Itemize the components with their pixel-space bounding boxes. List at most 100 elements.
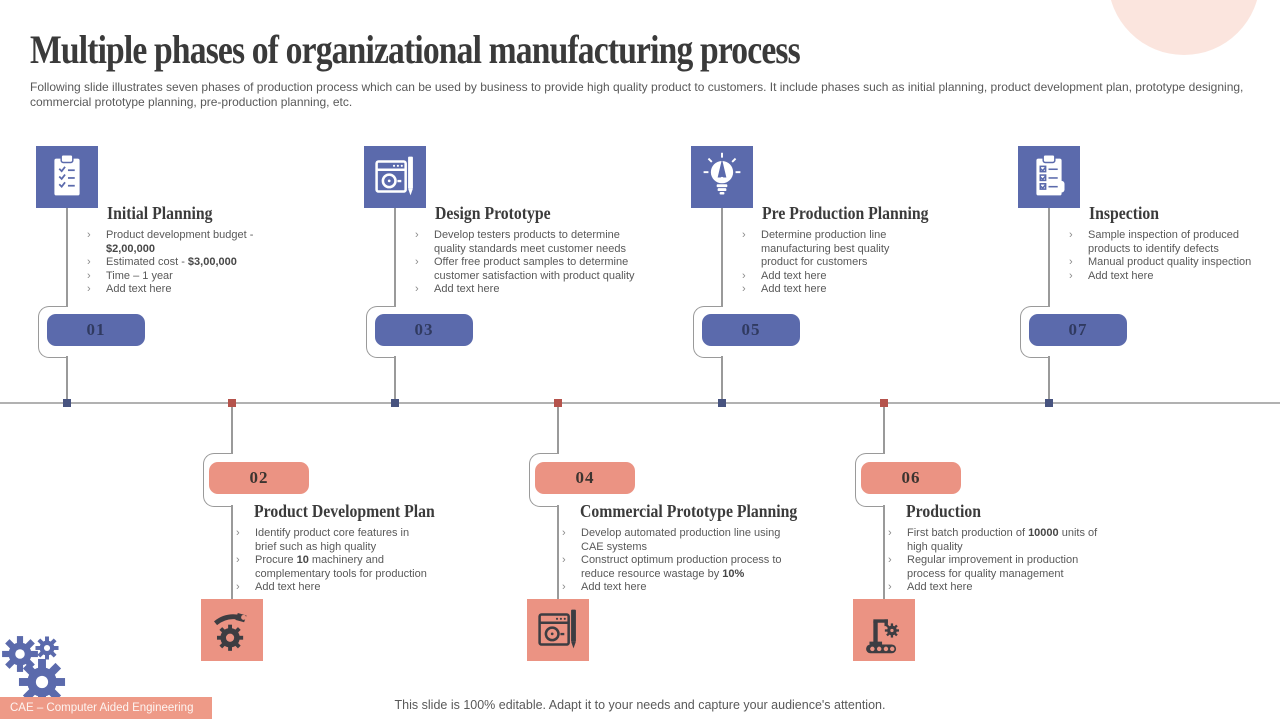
phase-bullets: › First batch production of 10000 units o… <box>888 527 1110 595</box>
bullet-item: ›Add text here <box>742 270 904 284</box>
bullet-text: Manual product quality inspection <box>1088 256 1251 270</box>
bullet-chevron-icon: › <box>742 283 746 295</box>
bullet-item: › Develop automated production line using… <box>562 527 800 554</box>
slide-subtitle: Following slide illustrates seven phases… <box>30 80 1244 109</box>
connector-line <box>883 505 885 599</box>
bullet-text-segment: Add text here <box>434 283 500 295</box>
phase-number-badge: 05 <box>702 314 800 346</box>
phase-title: Design Prototype <box>435 203 551 223</box>
bullet-text-segment: First batch production of <box>907 527 1029 539</box>
phase-bullets: › Sample inspection of produced products … <box>1069 229 1265 283</box>
bullet-chevron-icon: › <box>888 581 892 593</box>
bullet-item: ›Identify product core features in brief… <box>236 527 428 554</box>
bullet-text-segment: Add text here <box>907 581 973 593</box>
bullet-item: ›Construct optimum production process to… <box>562 554 800 581</box>
bullet-item: › Develop testers products to determine q… <box>415 229 647 256</box>
bullet-item: › Add text here <box>236 581 428 595</box>
phase-icon-clipboard-list-icon <box>36 146 98 208</box>
timeline-node <box>880 399 888 407</box>
bullet-text: Develop automated production line using … <box>581 527 800 554</box>
connector-line <box>231 405 233 453</box>
bullet-text: Develop testers products to determine qu… <box>434 229 647 256</box>
bullet-text: Product development budget - $2,00,000 <box>106 229 263 256</box>
badge-bracket <box>529 453 559 507</box>
bullet-chevron-icon: › <box>236 554 240 566</box>
bullet-text-segment: Regular improvement in production proces… <box>907 554 1079 580</box>
bullet-item: ›Add text here <box>87 283 263 297</box>
bullet-text-segment: Determine production line manufacturing … <box>761 229 890 268</box>
bullet-chevron-icon: › <box>415 256 419 268</box>
phase-title: Product Development Plan <box>254 501 435 521</box>
phase-icon-blueprint-icon <box>364 146 426 208</box>
phase-bullets: ›Product development budget - $2,00,000›… <box>87 229 263 297</box>
connector-line <box>66 356 68 403</box>
phase-bullets: › Develop testers products to determine q… <box>415 229 647 297</box>
bullet-text: Add text here <box>106 283 171 297</box>
bullet-chevron-icon: › <box>87 256 91 268</box>
connector-line <box>721 356 723 403</box>
badge-bracket <box>1020 306 1050 358</box>
connector-line <box>394 356 396 403</box>
bullet-item: › Add text here <box>1069 270 1265 284</box>
bullet-highlight: $2,00,000 <box>106 242 155 255</box>
phase-title: Inspection <box>1089 203 1160 223</box>
badge-bracket <box>38 306 68 358</box>
bullet-text: Add text here <box>761 270 826 284</box>
bullet-text: Add text here <box>255 581 320 595</box>
phase-number-badge: 01 <box>47 314 145 346</box>
bullet-text: Time – 1 year <box>106 270 173 284</box>
bullet-item: › Add text here <box>888 581 1110 595</box>
phase-bullets: › Develop automated production line using… <box>562 527 800 595</box>
bullet-text: Add text here <box>581 581 646 595</box>
bullet-text-segment: Time – 1 year <box>106 269 173 282</box>
bullet-item: ›Estimated cost - $3,00,000 <box>87 256 263 270</box>
bullet-text-segment: Add text here <box>761 269 827 282</box>
bullet-chevron-icon: › <box>562 527 566 539</box>
bullet-chevron-icon: › <box>236 527 240 539</box>
badge-bracket <box>366 306 396 358</box>
timeline-node <box>63 399 71 407</box>
phase-icon-clipboard-check-icon <box>1018 146 1080 208</box>
bullet-text: Regular improvement in production proces… <box>907 554 1110 581</box>
bullet-text-segment: Product development budget - <box>106 229 254 241</box>
bullet-item: › Determine production line manufacturing… <box>742 229 904 270</box>
phase-number-badge: 03 <box>375 314 473 346</box>
timeline-node <box>1045 399 1053 407</box>
bullet-chevron-icon: › <box>742 229 746 241</box>
bullet-text-segment: Add text here <box>761 283 827 295</box>
bullet-chevron-icon: › <box>415 229 419 241</box>
bullet-text: First batch production of 10000 units of… <box>907 527 1110 554</box>
bullet-text: Construct optimum production process to … <box>581 554 800 581</box>
phase-number-badge: 02 <box>209 462 309 494</box>
bullet-chevron-icon: › <box>236 581 240 593</box>
bullet-text-segment: Sample inspection of produced products t… <box>1088 229 1240 255</box>
phase-bullets: › Determine production line manufacturing… <box>742 229 904 297</box>
bullet-text-segment: Develop automated production line using … <box>581 527 781 553</box>
bullet-highlight: 10% <box>722 567 745 580</box>
phase-icon-gear-wrench-icon <box>201 599 263 661</box>
phase-title: Commercial Prototype Planning <box>580 501 798 521</box>
bullet-chevron-icon: › <box>415 283 419 295</box>
bullet-text-segment: Add text here <box>106 283 172 295</box>
bullet-item: ›Add text here <box>562 581 800 595</box>
phase-icon-idea-bulb-icon <box>691 146 753 208</box>
bullet-text-segment: Add text here <box>255 581 321 593</box>
bullet-text: Offer free product samples to determine … <box>434 256 647 283</box>
gears-icon <box>0 626 84 714</box>
bullet-item: › Offer free product samples to determine… <box>415 256 647 283</box>
page-title: Multiple phases of organizational manufa… <box>30 27 801 72</box>
phase-number-badge: 07 <box>1029 314 1127 346</box>
connector-line <box>557 405 559 453</box>
bullet-item: ›Sample inspection of produced products … <box>1069 229 1265 256</box>
badge-bracket <box>203 453 233 507</box>
bullet-item: ›Procure 10 machinery and complementary … <box>236 554 428 581</box>
bullet-chevron-icon: › <box>1069 269 1073 282</box>
connector-line <box>557 505 559 599</box>
bullet-item: › First batch production of 10000 units o… <box>888 527 1110 554</box>
bullet-text: Add text here <box>1088 270 1153 284</box>
timeline-node <box>718 399 726 407</box>
bullet-item: › Add text here <box>742 283 904 297</box>
bullet-text-segment: units of high quality <box>907 527 1098 553</box>
bullet-chevron-icon: › <box>888 527 892 539</box>
cae-abbreviation-banner: CAE – Computer Aided Engineering <box>0 697 212 719</box>
